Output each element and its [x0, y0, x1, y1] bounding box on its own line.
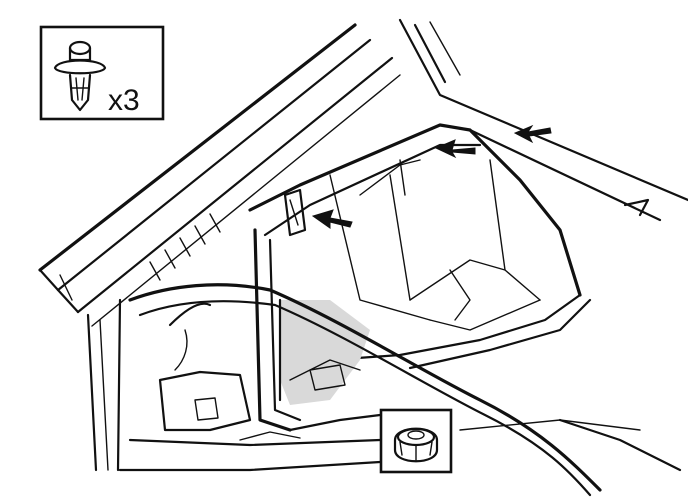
trim-strip [253, 188, 307, 432]
pillar-trim [38, 23, 401, 472]
pointer-arrow-icon [311, 209, 353, 229]
quarter-trim-panel [248, 123, 592, 370]
clip-callout: x3 [39, 25, 165, 121]
hex-nut-icon [393, 427, 439, 463]
push-clip-fastener-icon [53, 40, 107, 112]
pointer-arrows [311, 124, 552, 229]
roof-edge [398, 18, 688, 222]
lower-body-structure [118, 370, 682, 472]
pointer-arrow-icon [513, 124, 552, 144]
nut-callout [379, 408, 453, 474]
wiring-harness [128, 283, 602, 497]
quantity-label: x3 [108, 84, 140, 117]
pointer-arrow-icon [434, 139, 476, 159]
